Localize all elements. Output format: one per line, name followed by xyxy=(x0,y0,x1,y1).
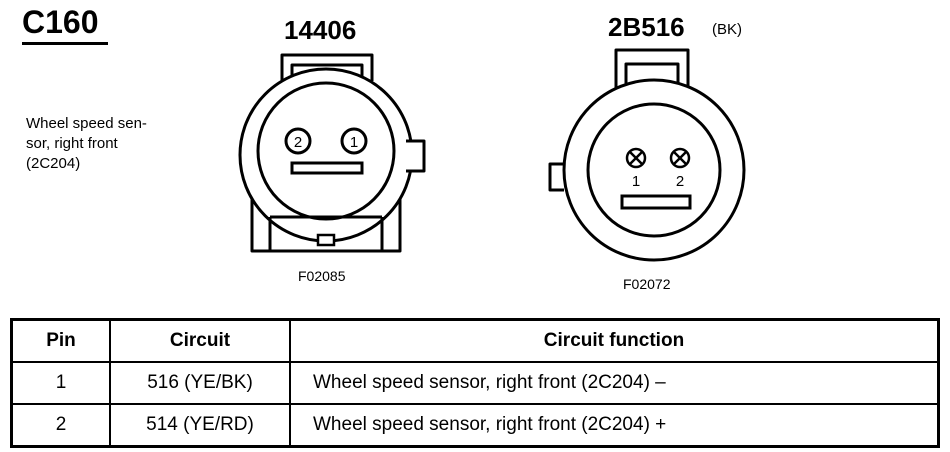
cell-circuit: 514 (YE/RD) xyxy=(109,403,291,448)
description-line-3: (2C204) xyxy=(26,155,81,172)
side-key xyxy=(548,162,564,192)
latch-frame xyxy=(280,53,374,81)
connector-part-number-2b516: 2B516 xyxy=(608,12,685,42)
title-underline xyxy=(22,42,108,45)
pin-label-2: 2 xyxy=(676,173,684,190)
key-slot xyxy=(620,194,692,210)
figure-number-1: F02085 xyxy=(298,268,346,284)
cell-function: Wheel speed sensor, right front (2C204) … xyxy=(289,403,940,448)
header-circuit-function: Circuit function xyxy=(289,318,940,363)
connector-description: Wheel speed sen- sor, right front (2C204… xyxy=(26,114,186,174)
header-pin: Pin xyxy=(10,318,111,363)
cell-circuit: 516 (YE/BK) xyxy=(109,361,291,405)
cell-pin: 1 xyxy=(10,361,111,405)
pin-cavity-1 xyxy=(340,127,368,155)
pin-label-1: 1 xyxy=(632,173,640,190)
table-row: 1 516 (YE/BK) Wheel speed sensor, right … xyxy=(10,361,940,405)
description-line-1: Wheel speed sen- xyxy=(26,115,147,132)
figure-number-2: F02072 xyxy=(623,276,671,292)
cell-pin: 2 xyxy=(10,403,111,448)
connector-face xyxy=(586,102,722,238)
table-row: 2 514 (YE/RD) Wheel speed sensor, right … xyxy=(10,403,940,448)
connector-color-code: (BK) xyxy=(712,21,742,38)
connector-2b516-drawing: 1 2 xyxy=(548,48,746,262)
description-line-2: sor, right front xyxy=(26,135,118,152)
pin-label-1: 1 xyxy=(350,134,358,151)
connector-part-number-14406: 14406 xyxy=(284,15,357,45)
connector-face xyxy=(256,81,396,221)
pinout-table: Pin Circuit Circuit function 1 516 (YE/B… xyxy=(10,318,940,448)
key-slot xyxy=(290,161,364,175)
pin-label-2: 2 xyxy=(294,134,302,151)
pin-cavity-2 xyxy=(284,127,312,155)
cell-function: Wheel speed sensor, right front (2C204) … xyxy=(289,361,940,405)
connector-id-title: C160 xyxy=(22,4,99,40)
connector-14406-drawing: 2 1 xyxy=(238,53,426,253)
header-circuit: Circuit xyxy=(109,318,291,363)
table-header-row: Pin Circuit Circuit function xyxy=(10,318,940,363)
